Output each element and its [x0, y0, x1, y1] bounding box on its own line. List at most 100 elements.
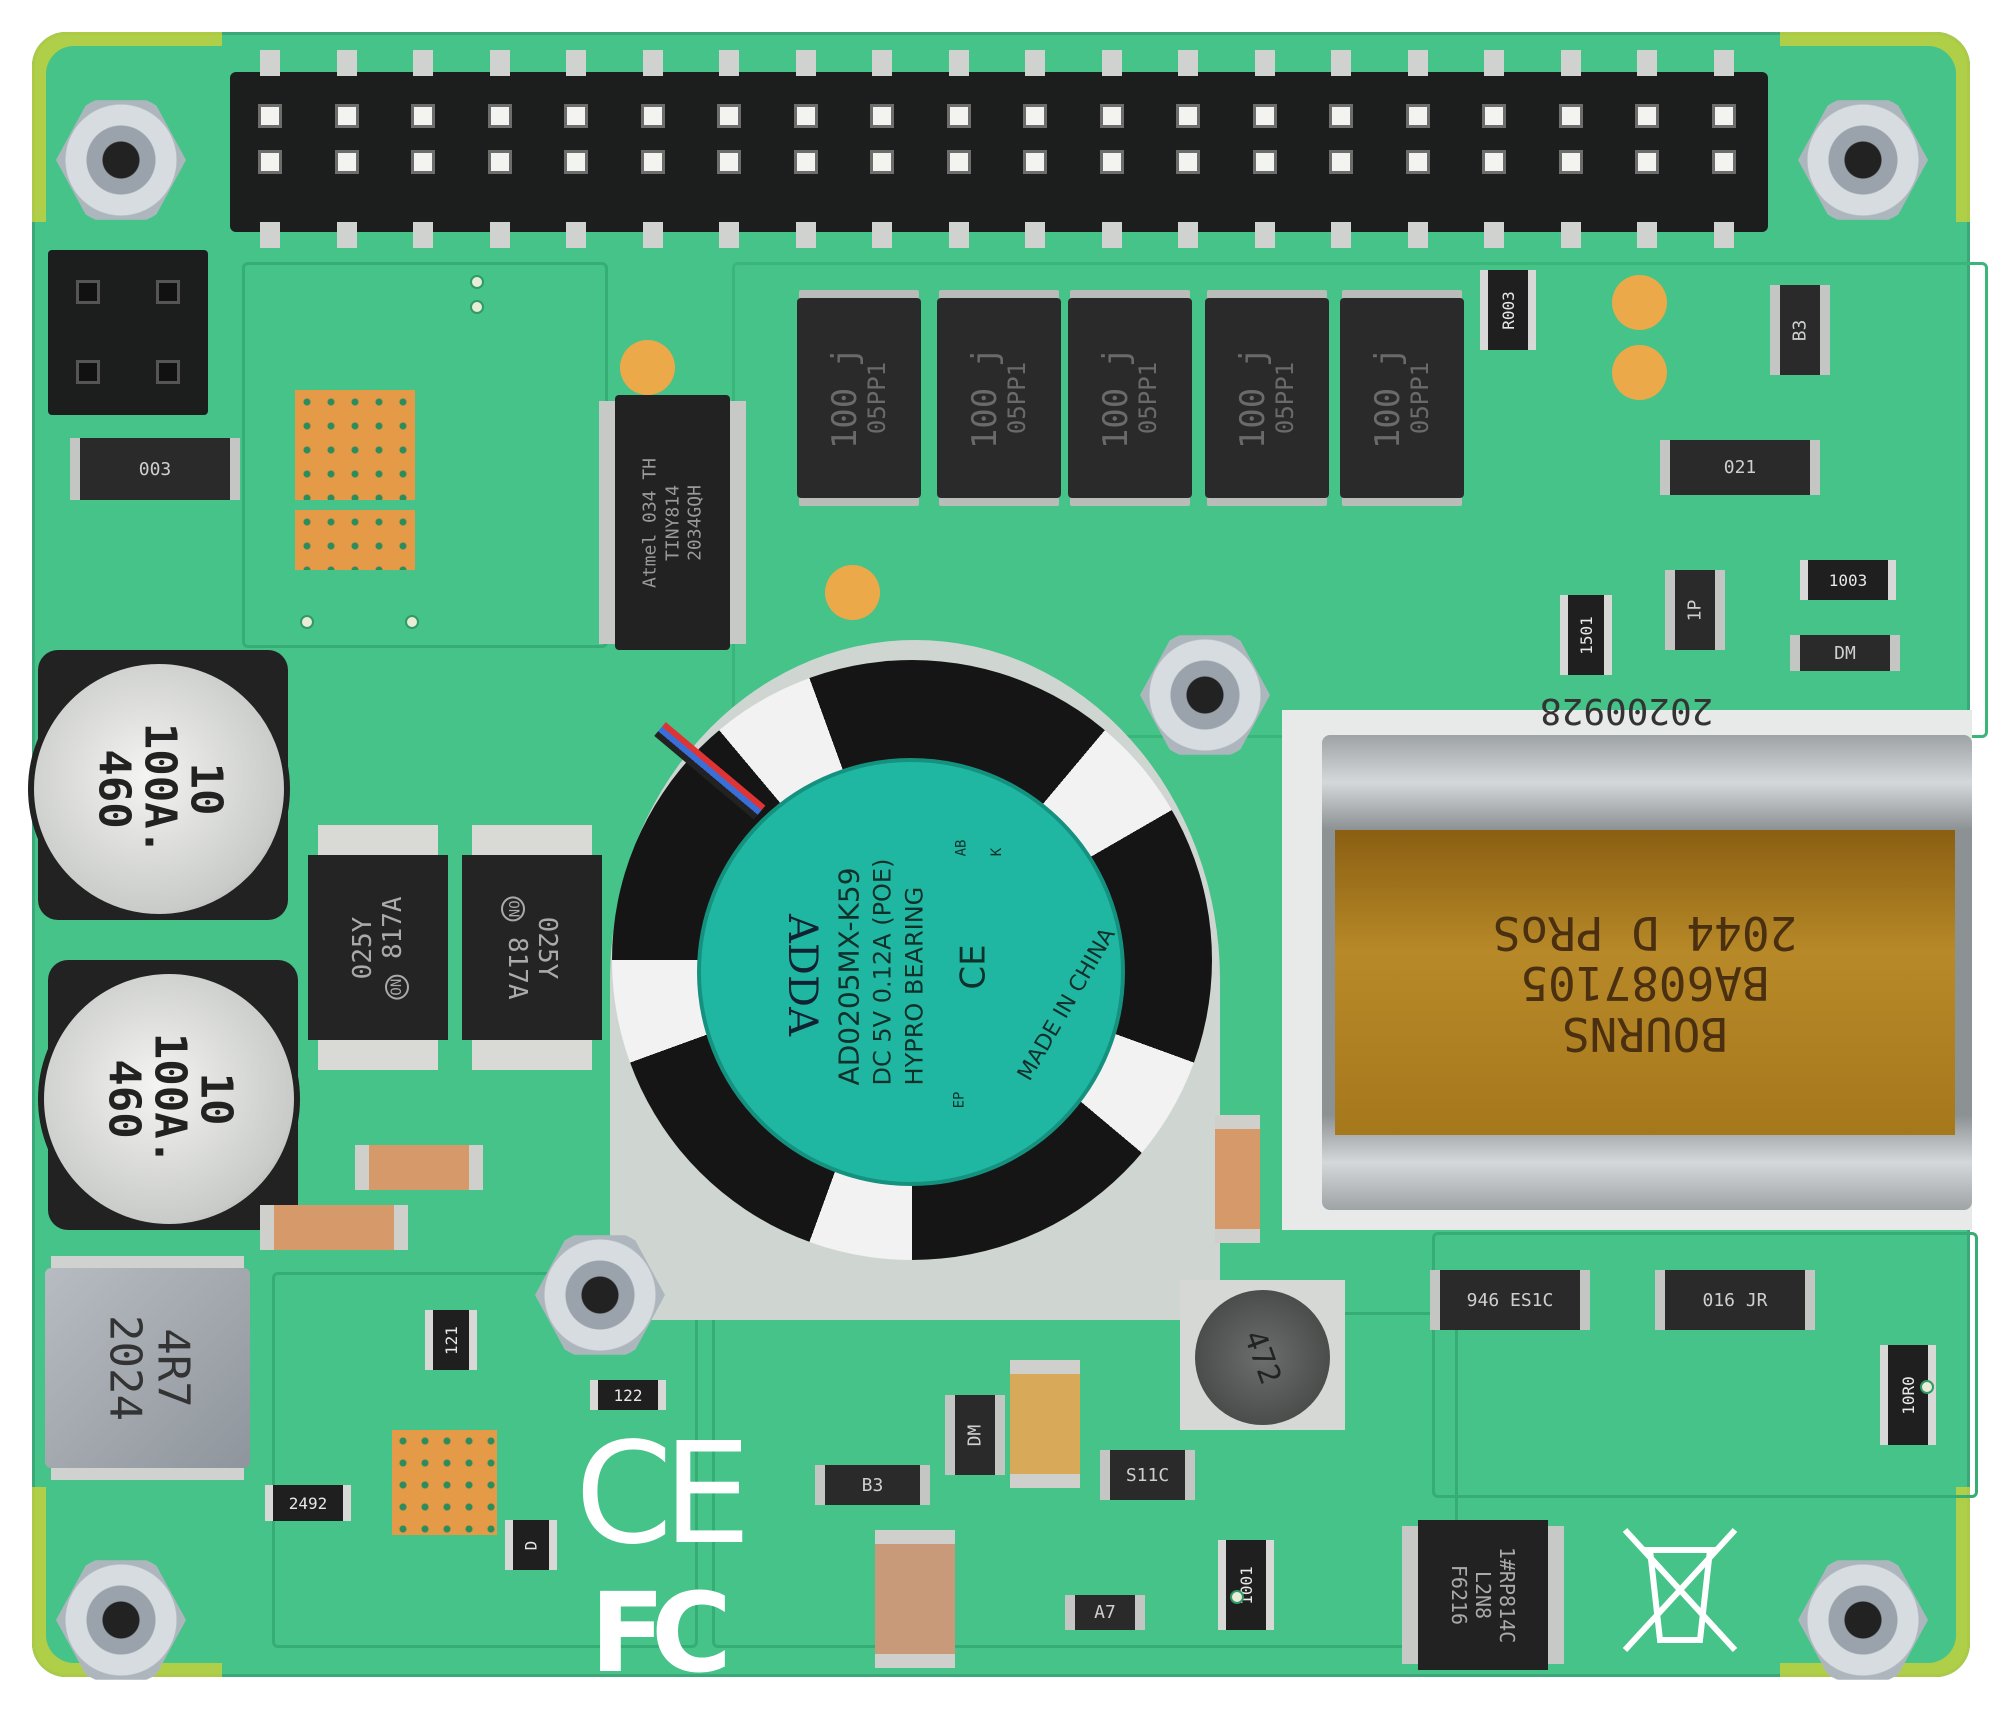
header-pin	[717, 150, 741, 174]
fan-code: AB	[953, 839, 970, 857]
header-pin	[1405, 150, 1430, 174]
pmic-line2: L2N8	[1471, 1570, 1495, 1620]
mcu-line3: 2034GQH	[683, 484, 705, 561]
test-pad-array	[295, 390, 415, 500]
smd-component: 1P	[1665, 570, 1725, 650]
header-pin	[1099, 150, 1124, 174]
smd-marking: B3	[861, 1474, 884, 1496]
gold-pad	[620, 340, 675, 395]
smd-component: S11C	[1100, 1450, 1195, 1500]
smd-component: 021	[1660, 440, 1820, 495]
fan-ce-mark: CE	[953, 944, 994, 990]
header-pin	[1252, 104, 1277, 128]
optocoupler: 025Y ON 817A	[462, 855, 602, 1040]
smd-component: 946 ES1C	[1430, 1270, 1590, 1330]
header-pin	[334, 150, 359, 174]
header-pin	[1558, 150, 1583, 174]
mcu-marking: Atmel 034 TH TINY814 2034GQH	[639, 457, 707, 587]
fan-origin: MADE IN CHINA	[1013, 923, 1121, 1086]
smd-component: R003	[1480, 270, 1536, 350]
transformer-line2: BA6087105	[1520, 955, 1770, 1010]
smd-component: DM	[1790, 635, 1900, 671]
header-solder-tab	[1331, 50, 1351, 76]
gold-pad	[1612, 345, 1667, 400]
fan-label: ADDA AD0205MX-K59 DC 5V 0.12A (POE) HYPR…	[697, 758, 1125, 1186]
smd-marking: 1003	[1828, 570, 1868, 590]
header-pin	[640, 104, 665, 128]
capacitor-marking: 10 100A. 460	[97, 1032, 242, 1166]
smd-marking: 1501	[1576, 615, 1596, 655]
header-pin	[258, 150, 282, 174]
ce-logo: CE	[575, 1413, 751, 1576]
header-pin	[564, 104, 588, 128]
test-pad-array	[295, 510, 415, 570]
opto-line2: 817A	[502, 936, 532, 1000]
smd-marking: 121	[441, 1325, 461, 1355]
gpio-header	[230, 50, 1768, 248]
header-pin	[258, 104, 282, 128]
header-solder-tab	[1101, 50, 1122, 76]
header-solder-tab	[795, 50, 816, 76]
power-inductor: 4R7 2024	[45, 1268, 250, 1468]
smd-marking: 016 JR	[1702, 1289, 1768, 1311]
diode: 003	[70, 438, 240, 500]
fan-brand: ADDA	[778, 914, 825, 1036]
mcu-line1: Atmel 034 TH	[638, 457, 660, 588]
header-solder-tab	[1101, 222, 1122, 248]
header-pin	[1711, 104, 1736, 128]
electrolytic-capacitor: 10 100A. 460	[38, 968, 300, 1230]
fcc-logo: FC	[590, 1569, 732, 1697]
ceramic-capacitor	[355, 1145, 483, 1190]
header-pin	[1176, 150, 1200, 174]
header-pin	[1635, 104, 1659, 128]
smd-marking: 10R0	[1898, 1375, 1918, 1415]
opto-line2: 817A	[378, 895, 408, 959]
header-solder-tab	[336, 50, 357, 76]
header-pin	[1482, 150, 1506, 174]
transformer-line1: BOURNS	[1561, 1006, 1729, 1061]
fan-code: K	[989, 847, 1006, 857]
cap-line1: 100 j	[1096, 346, 1137, 450]
pmic-line3: F6216	[1447, 1564, 1471, 1626]
header-pin	[487, 104, 512, 128]
via	[1230, 1590, 1244, 1604]
fan-code: EP	[951, 1091, 968, 1109]
header-solder-tab	[1407, 50, 1428, 76]
pin	[156, 280, 180, 304]
gold-pad	[825, 565, 880, 620]
transformer-window: BOURNS BA6087105 2044 D PRoS	[1335, 830, 1955, 1135]
header-pin	[1252, 150, 1277, 174]
header-solder-tab	[1178, 50, 1198, 76]
smd-marking: A7	[1094, 1602, 1116, 1623]
header-solder-tab	[1407, 222, 1428, 248]
cap-line2: 05PP1	[1134, 361, 1163, 435]
cap-line2: 05PP1	[1271, 361, 1300, 435]
ceramic-capacitor	[1215, 1115, 1260, 1243]
smd-component: A7	[1065, 1595, 1145, 1630]
smd-marking: 946 ES1C	[1466, 1289, 1554, 1311]
inductor-marking: 4R7 2024	[99, 1315, 198, 1421]
header-solder-tab	[1254, 222, 1275, 248]
header-pin	[1405, 104, 1430, 128]
header-solder-tab	[642, 222, 663, 248]
header-solder-tab	[566, 50, 586, 76]
header-pin	[870, 150, 894, 174]
via	[470, 275, 484, 289]
header-solder-tab	[1025, 222, 1045, 248]
pin	[76, 280, 100, 304]
header-solder-tab	[413, 50, 433, 76]
cap-line1: 100 j	[825, 346, 866, 450]
mcu-chip: Atmel 034 TH TINY814 2034GQH	[615, 395, 730, 650]
smd-component: DM	[945, 1395, 1005, 1475]
trace	[1432, 1232, 1978, 1498]
header-solder-tab	[1484, 50, 1504, 76]
fan-model: AD0205MX-K59	[832, 867, 866, 1086]
smd-marking: DM	[964, 1424, 986, 1446]
gold-pad	[1612, 275, 1667, 330]
header-pin	[1023, 150, 1047, 174]
